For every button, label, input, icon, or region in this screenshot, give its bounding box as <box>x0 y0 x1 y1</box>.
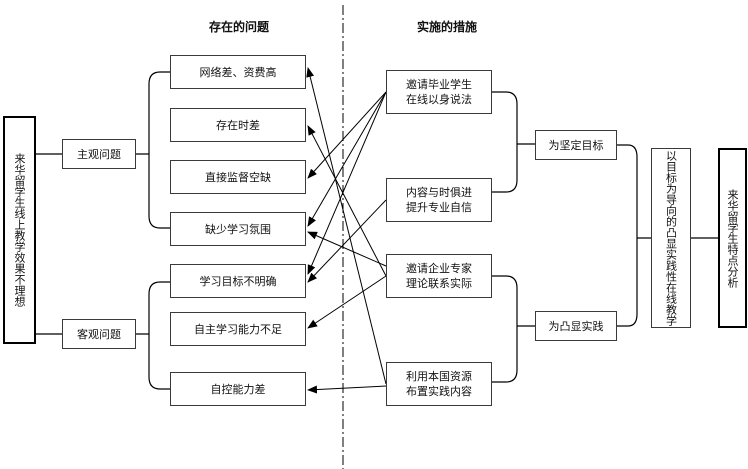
arrow-m1-p3 <box>307 91 387 179</box>
category-subjective: 主观问题 <box>62 139 136 169</box>
problem-self-study: 自主学习能力不足 <box>170 312 306 346</box>
center-teaching-box: 以目标为导向的凸显实践性在线教学 <box>651 148 691 328</box>
heading-problems: 存在的问题 <box>209 20 270 34</box>
objective-bracket <box>135 281 170 390</box>
problem-network: 网络差、资费高 <box>170 55 306 89</box>
problem-atmosphere: 缺少学习氛围 <box>170 212 306 246</box>
problem-unclear-goal-label: 学习目标不明确 <box>199 274 277 288</box>
problem-network-label: 网络差、资费高 <box>199 65 277 79</box>
category-objective-label: 客观问题 <box>77 327 121 341</box>
problem-supervision: 直接监督空缺 <box>170 160 306 194</box>
center-bracket <box>617 144 651 327</box>
measure-local-resources-line2: 布置实践内容 <box>406 385 472 398</box>
measure-content-update-line2: 提升专业自信 <box>406 201 472 214</box>
problem-time-difference-label: 存在时差 <box>216 118 260 132</box>
student-features-text: 来华留学生特点分析 <box>726 188 739 288</box>
problem-self-control: 自控能力差 <box>170 372 306 406</box>
arrow-m3-p6 <box>307 275 387 329</box>
student-features-box: 来华留学生特点分析 <box>718 148 747 328</box>
subjective-bracket <box>135 71 170 229</box>
problem-supervision-label: 直接监督空缺 <box>205 170 271 184</box>
main-issue-text: 来华留学生线上教学效果不理想 <box>13 153 26 307</box>
measure-graduates: 邀请毕业学生 在线以身说法 <box>386 70 492 114</box>
problem-self-control-label: 自控能力差 <box>210 382 266 396</box>
heading-measures: 实施的措施 <box>417 20 478 34</box>
goal-firm-target: 为坚定目标 <box>535 130 617 160</box>
left-bracket <box>34 153 62 335</box>
measure-content-update: 内容与时俱进 提升专业自信 <box>386 178 492 222</box>
measure-local-resources-line1: 利用本国资源 <box>406 370 472 383</box>
measure-experts-line2: 理论联系实际 <box>406 277 472 290</box>
measure-graduates-line1: 邀请毕业学生 <box>406 78 472 91</box>
main-issue-box: 来华留学生线上教学效果不理想 <box>3 116 36 344</box>
goal-practice: 为凸显实践 <box>535 311 617 341</box>
measure-graduates-line2: 在线以身说法 <box>406 93 472 106</box>
measure-experts-line1: 邀请企业专家 <box>406 262 472 275</box>
problem-time-difference: 存在时差 <box>170 108 306 142</box>
category-objective: 客观问题 <box>62 319 136 349</box>
problem-self-study-label: 自主学习能力不足 <box>194 322 282 336</box>
arrow-m3-p4 <box>307 231 387 267</box>
arrow-m1-p4 <box>307 91 387 227</box>
goal-practice-label: 为凸显实践 <box>548 319 604 333</box>
arrow-m4-p1 <box>306 67 387 385</box>
arrows <box>306 67 387 394</box>
arrow-m4-p7 <box>307 385 387 394</box>
center-teaching-text: 以目标为导向的凸显实践性在线教学 <box>664 150 678 326</box>
arrow-m3-p2 <box>307 125 387 277</box>
arrow-m1-p5 <box>307 91 387 275</box>
goal2-bracket <box>492 275 535 383</box>
arrow-m2-p5 <box>307 199 387 283</box>
measure-experts: 邀请企业专家 理论联系实际 <box>386 254 492 298</box>
measure-content-update-line1: 内容与时俱进 <box>406 186 472 199</box>
goal1-bracket <box>492 91 535 193</box>
problem-atmosphere-label: 缺少学习氛围 <box>205 222 271 236</box>
category-subjective-label: 主观问题 <box>77 147 121 161</box>
measure-local-resources: 利用本国资源 布置实践内容 <box>386 362 492 406</box>
problem-unclear-goal: 学习目标不明确 <box>170 264 306 298</box>
goal-firm-target-label: 为坚定目标 <box>548 138 604 152</box>
